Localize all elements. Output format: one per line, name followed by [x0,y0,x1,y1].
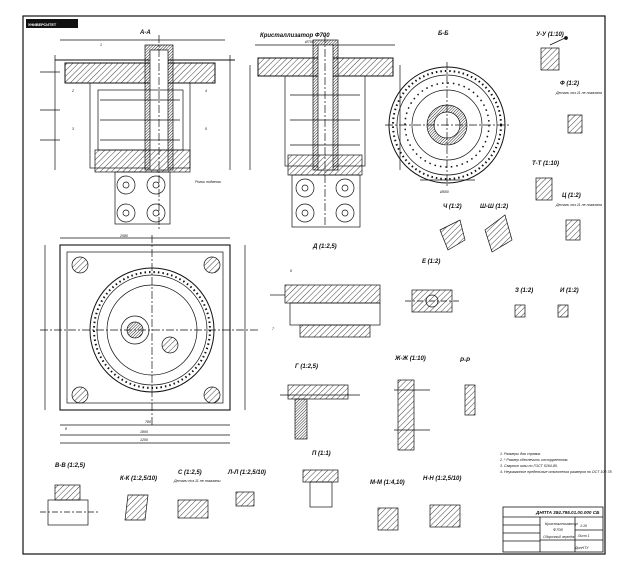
view-ts-note: Деталь поз.11 не показана [555,203,602,207]
section-rr-title: Р-Р [460,358,471,364]
view-ts-title: Ц (1:2) [562,193,581,199]
view-f-title: Ф (1:2) [560,81,579,87]
svg-text:УНИВЕРСИТЕТ: УНИВЕРСИТЕТ [28,23,57,27]
title-block-doc-code: ДНПТА 384.795.01.00.000 СБ [535,510,600,515]
view-s-note: Детали поз.11 не показаны [173,479,221,483]
dimension-label: 1200 [140,438,148,442]
section-zhzh-title: Ж-Ж (1:10) [394,356,426,362]
section-kk-view [124,494,149,521]
section-vv-view [40,484,100,526]
section-bb-view [385,62,510,188]
view-d-title: Д (1:2,5) [312,244,337,250]
position-number: 3 [72,127,74,131]
section-bb-title: Б-Б [438,31,449,37]
title-block-doc-type: Сборочный чертёж [543,535,575,539]
position-number: 4 [205,89,207,93]
view-e [405,289,460,313]
section-shsh-title: Ш-Ш (1:2) [480,204,508,210]
section-nn-title: Н-Н (1:2,5/10) [423,476,461,482]
view-g [280,384,360,440]
view-e-title: Е (1:2) [422,259,440,265]
view-i-title: И (1:2) [560,288,579,294]
section-lli-title: Л-Л (1:2,5/10) [227,470,266,476]
section-uu-view [540,36,568,71]
title-block-name: Кристаллизатор [545,521,579,526]
title-block-sheet: Лист 1 [577,534,590,538]
view-s [177,499,209,519]
svg-text:2. * Размер обеспечить инструм: 2. * Размер обеспечить инструментом. [499,458,568,462]
view-z-title: З (1:2) [515,288,533,294]
view-g-title: Г (1:2,5) [295,364,318,370]
corner-tag: УНИВЕРСИТЕТ [26,19,78,28]
view-ch [439,219,466,251]
svg-text:4. Неуказанные предельные откл: 4. Неуказанные предельные отклонения раз… [500,470,613,474]
dimension-label: Ø650 [439,190,449,194]
title-block-org: ДонНТУ [574,546,589,550]
section-nn-view [429,504,461,528]
svg-text:1. Размеры для справок.: 1. Размеры для справок. [500,452,541,456]
plan-view [40,235,260,444]
section-tt-view [535,177,553,201]
sheet-frame [22,15,606,555]
title-block-name-2: Ф700 [553,527,564,532]
view-f-note: Деталь поз.11 не показана [555,91,602,95]
position-number: 2 [71,89,74,93]
section-tt-title: Т-Т (1:10) [532,161,559,167]
section-uu-title: У-У (1:10) [536,32,564,38]
crystallizer-title: Кристаллизатор Ф700 [260,33,330,39]
view-p-title: П (1:1) [312,451,331,457]
view-p [302,469,339,508]
svg-text:3. Сварные швы по ГОСТ 5264-80: 3. Сварные швы по ГОСТ 5264-80. [500,464,558,468]
section-mm-title: М-М (1:4,10) [370,480,405,486]
view-d [270,284,381,338]
tech-requirements: 1. Размеры для справок. 2. * Размер обес… [499,452,613,474]
section-rr-view [464,384,476,416]
title-block [502,506,604,553]
position-number: 6 [290,269,292,273]
position-number: 1 [100,43,102,47]
view-a-note: Ролик подвески [195,180,221,184]
section-lli-view [235,491,255,507]
section-aa-view [40,35,235,230]
view-z [514,304,526,318]
position-number: 8 [65,427,67,431]
dimension-label: Ø700 [304,40,314,44]
section-mm-view [377,507,399,531]
dimension-label: 1800 [140,430,148,434]
view-s-title: С (1:2,5) [178,470,202,476]
view-ts [565,219,581,241]
section-zhzh-view [394,379,430,451]
view-ch-title: Ч (1:2) [443,204,462,210]
section-shsh-view [484,214,513,253]
section-kk-title: К-К (1:2,5/10) [120,476,157,482]
position-number: 7 [272,327,275,331]
view-i [557,304,569,318]
position-number: 5 [205,127,207,131]
view-f [567,114,583,134]
dimension-label: 2580 [119,234,128,238]
section-aa-title: А-А [139,30,151,36]
title-block-scale: 1:10 [580,524,587,528]
crystallizer-view [249,35,401,228]
dimension-label: 780 [145,420,151,424]
section-vv-title: В-В (1:2,5) [55,463,85,469]
